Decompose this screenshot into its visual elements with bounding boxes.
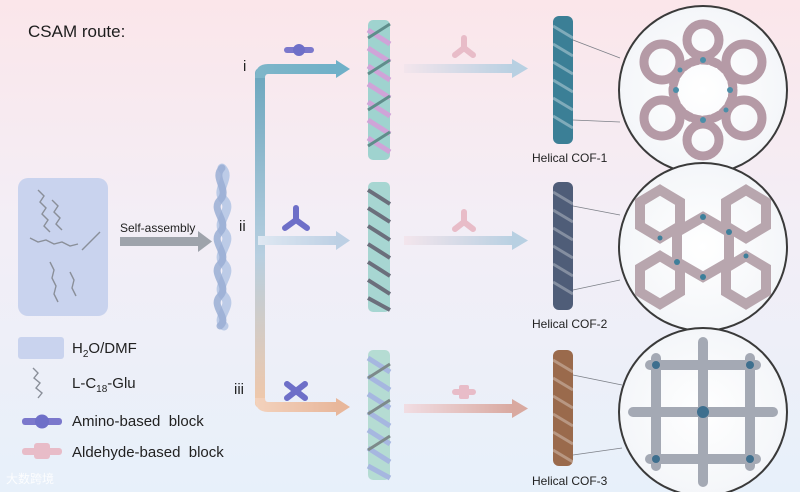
helical-cof-2-label: Helical COF-2 (532, 317, 608, 331)
helical-cof-1-label: Helical COF-1 (532, 151, 608, 165)
route-iii-label: iii (234, 381, 244, 398)
intermediate-helix-3 (366, 350, 392, 481)
legend-solvent-label: H2O/DMF (72, 340, 137, 360)
step2-arrow-1-shaft (404, 64, 514, 73)
route-ii-label: ii (239, 218, 246, 235)
self-assembly-arrow-shaft (120, 237, 198, 246)
helical-cof-3-label: Helical COF-3 (532, 474, 608, 488)
legend-surfactant-label: L-C18-Glu (72, 375, 136, 395)
helical-cof-3-helix (552, 350, 574, 466)
intermediate-helix-1 (366, 20, 392, 160)
helical-cof-1-helix (552, 16, 574, 144)
watermark: 大数跨境 (6, 472, 55, 486)
legend-amino-symbol (22, 414, 62, 429)
surfactant-molecules (29, 189, 101, 303)
legend-aldehyde-label: Aldehyde-based block (72, 444, 224, 461)
helical-cof-2-helix (552, 182, 574, 310)
surfactant-subscript: 18 (96, 384, 108, 395)
surfactant-suffix: -Glu (107, 375, 136, 392)
legend-solvent-text: H2O/DMF (72, 340, 137, 360)
template-helix (213, 163, 232, 331)
self-assembly-arrow-head (198, 231, 212, 252)
route-ii-arrow-shaft (258, 236, 338, 245)
route-i-corner (255, 64, 338, 78)
legend-amino-label: Amino-based block (72, 413, 204, 430)
aldehyde-block-tritopic-2 (452, 209, 476, 232)
route-ii-arrow-head (336, 231, 350, 250)
aldehyde-block-linear-3 (452, 385, 476, 399)
legend-aldehyde-symbol (22, 443, 62, 459)
aldehyde-block-tritopic-1 (452, 35, 476, 58)
zoom-lines (572, 39, 623, 456)
route-i-arrow-head (336, 60, 350, 78)
legend-surfactant-symbol (32, 367, 43, 399)
cof-2-pore-view (618, 162, 788, 332)
self-assembly-label: Self-assembly (120, 221, 196, 235)
surfactant-prefix: L-C (72, 375, 97, 392)
cof-1-pore-view (618, 5, 788, 175)
amino-block-tritopic (282, 205, 310, 231)
intermediate-helix-2 (366, 182, 392, 312)
step2-arrow-1-head (512, 59, 528, 78)
cof-3-pore-view (618, 327, 788, 492)
amino-block-tetratopic (284, 381, 308, 401)
route-iii-corner (255, 398, 338, 412)
route-iii-arrow-head (336, 398, 350, 416)
step2-arrow-2-head (512, 231, 528, 250)
step2-arrow-3-head (512, 399, 528, 418)
route-i-label: i (243, 58, 247, 75)
step2-arrow-3-shaft (404, 404, 514, 413)
page-title: CSAM route: (28, 22, 126, 41)
amino-block-linear (284, 44, 314, 56)
legend-solvent-swatch (18, 337, 64, 359)
step2-arrow-2-shaft (404, 236, 514, 245)
solvent-box (18, 178, 108, 316)
